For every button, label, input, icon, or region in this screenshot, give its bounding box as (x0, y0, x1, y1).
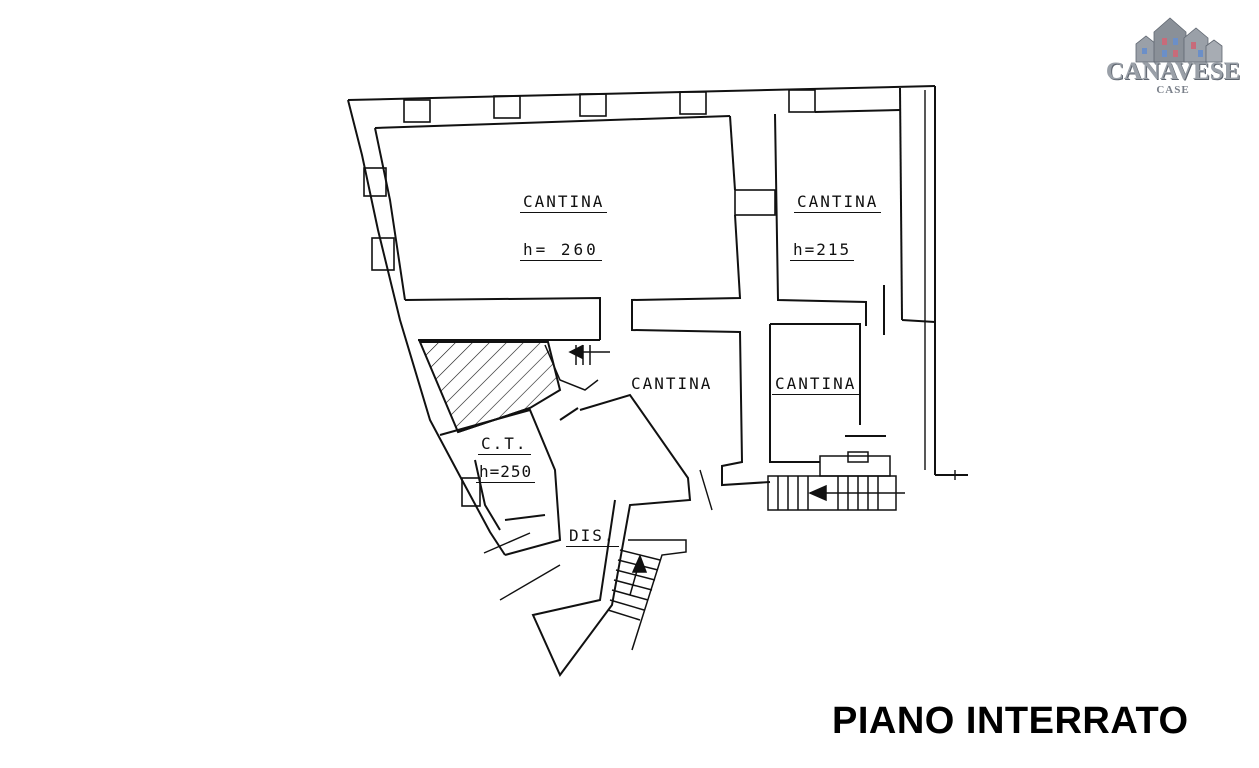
room-cantina-lower-right (769, 285, 936, 463)
houses-icon (1135, 17, 1223, 63)
room-height-cantina-upper-right: h=215 (790, 240, 855, 261)
stair-lower-right (767, 451, 905, 511)
room-label-cantina-upper-right: CANTINA (794, 192, 882, 213)
room-label-cantina-lower-right: CANTINA (772, 374, 860, 395)
stair-lower (607, 539, 687, 651)
room-cantina-large (404, 115, 776, 487)
room-height-cantina-large: h= 260 (520, 240, 602, 261)
room-label-ct: C.T. (478, 434, 531, 455)
hatched-area (418, 341, 562, 434)
room-label-cantina-large: CANTINA (520, 192, 608, 213)
floor-title: PIANO INTERRATO (832, 700, 1189, 742)
room-height-ct: h=250 (476, 462, 536, 483)
windows-top (403, 89, 816, 123)
room-dis (531, 393, 692, 677)
logo-subtitle: CASE (1156, 84, 1190, 96)
room-label-dis: DIS. (566, 526, 619, 547)
room-cantina-upper-right (774, 109, 901, 326)
windows-left (363, 167, 481, 507)
exterior-ticks (483, 90, 956, 601)
canavese-case-logo: CANAVESE CASE (1098, 14, 1248, 100)
logo-name: CANAVESE (1105, 58, 1241, 85)
outer-walls (347, 85, 968, 556)
room-label-cantina-center: CANTINA (631, 374, 713, 393)
